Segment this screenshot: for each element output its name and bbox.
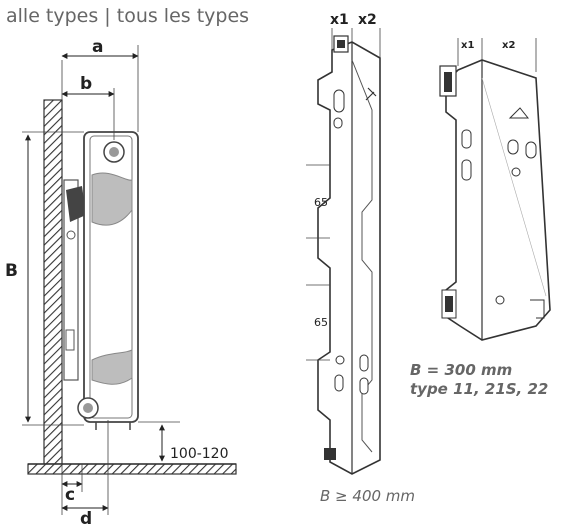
dim-a-label: a [92, 37, 103, 57]
floor [27, 463, 237, 475]
bracket-large-spacing-bottom: 65 [314, 316, 328, 329]
floor-gap-label: 100-120 [170, 446, 229, 462]
bracket-large-x2: x2 [358, 12, 377, 28]
radiator-side-view: a b B 100-120 c d [5, 37, 237, 528]
header-caption: alle types | tous les types [6, 5, 249, 27]
wall [43, 99, 63, 465]
dim-B-label: B [5, 261, 18, 281]
bracket-small-caption-2: type 11, 21S, 22 [410, 380, 548, 398]
dim-c-label: c [65, 485, 75, 505]
bracket-small-caption-1: B = 300 mm [410, 361, 512, 379]
bracket-large-spacing-top: 65 [314, 196, 328, 209]
bracket-large-x1: x1 [330, 12, 349, 28]
bracket-small-x1: x1 [461, 40, 474, 51]
dim-b-label: b [80, 74, 92, 94]
bracket-large: x1 x2 65 65 B ≥ 400 mm [306, 12, 415, 505]
bracket-small-outline [445, 59, 551, 341]
bracket-small: x1 x2 B = 300 mm type 11, 21S, 22 [410, 38, 551, 398]
bracket-clip [66, 186, 86, 222]
bracket-large-caption: B ≥ 400 mm [320, 487, 415, 505]
bracket-small-x2: x2 [502, 40, 515, 51]
dim-d-label: d [80, 509, 92, 528]
